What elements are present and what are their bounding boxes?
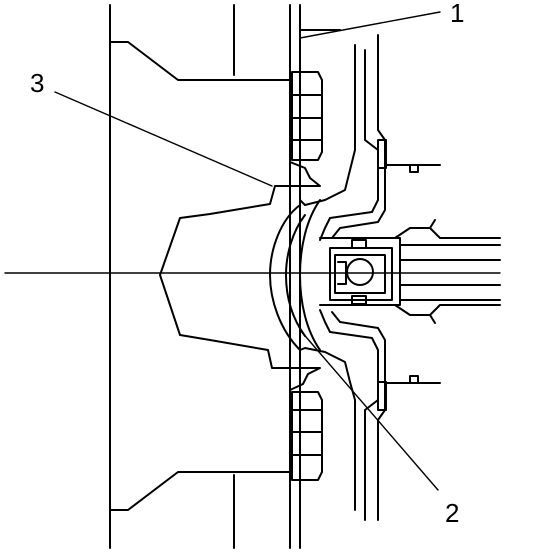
housing-outer-curve [299, 199, 321, 351]
callout-3: 3 [30, 68, 44, 98]
bolt-bottom [291, 391, 323, 481]
flange-right-outer [331, 34, 386, 521]
notch-top [409, 164, 419, 173]
leader-2 [299, 329, 439, 491]
shaft [394, 219, 501, 324]
hub-profile [109, 41, 321, 511]
notch-bottom [409, 375, 419, 384]
leader-3 [54, 91, 273, 187]
bearing-assembly [319, 237, 401, 306]
housing-mid-curve [285, 214, 306, 337]
callout-2: 2 [445, 498, 459, 528]
bolt-top [291, 71, 323, 161]
tab-top [377, 139, 387, 169]
flange-right [319, 49, 379, 521]
leader-1 [299, 11, 441, 39]
tab-bottom [377, 381, 387, 411]
callout-1: 1 [450, 0, 464, 28]
housing-inner-curve [269, 204, 301, 351]
